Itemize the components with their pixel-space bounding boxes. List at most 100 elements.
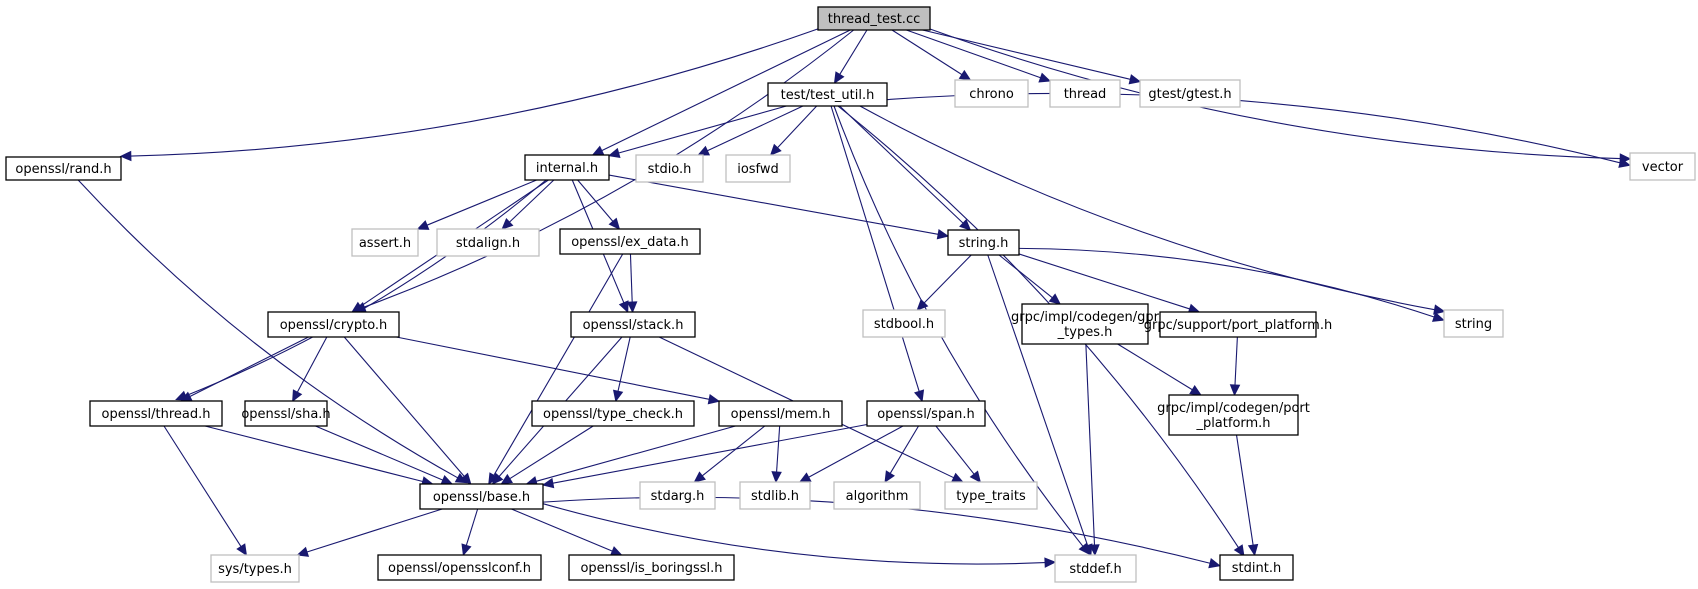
edge-codegen_port-to-stdint (1235, 434, 1254, 546)
node-vector: vector (1629, 152, 1696, 181)
arrowhead-icon (914, 389, 925, 403)
node-label: stdio.h (648, 162, 692, 177)
edge-internal-to-ex_data (577, 179, 614, 222)
arrowhead-icon (1247, 543, 1259, 557)
node-box (436, 228, 540, 257)
arrowhead-icon (1189, 385, 1202, 396)
edge-test_util-to-iosfwd (777, 105, 818, 149)
edge-span-to-stdlib (808, 425, 904, 478)
node-codegen-port[interactable]: grpc/impl/codegen/port_platform.h (1157, 394, 1310, 436)
node-internal[interactable]: internal.h (524, 154, 610, 181)
node-box (1159, 311, 1317, 338)
arrowhead-icon (292, 389, 303, 403)
node-label: openssl/thread.h (102, 407, 211, 422)
node-thread: thread (1049, 79, 1121, 108)
node-stddef: stddef.h (1054, 554, 1137, 583)
node-rand[interactable]: openssl/rand.h (5, 156, 122, 181)
node-crypto[interactable]: openssl/crypto.h (267, 311, 400, 338)
node-label: grpc/impl/codegen/gpr (1011, 310, 1160, 325)
node-opensslconf[interactable]: openssl/opensslconf.h (377, 554, 542, 581)
edge-string_h-to-stdbool (923, 254, 972, 304)
arrowhead-icon (609, 546, 623, 556)
edge-span-to-type_traits (935, 425, 975, 475)
arrowhead-icon (1048, 293, 1062, 305)
arrowhead-icon (969, 470, 982, 483)
arrowhead-icon (351, 301, 364, 313)
node-box (559, 228, 701, 255)
node-label: vector (1642, 160, 1684, 175)
node-box (817, 6, 931, 31)
node-label: stdint.h (1232, 561, 1281, 576)
edges-layer (77, 28, 1632, 569)
node-box (244, 400, 328, 427)
node-box (767, 82, 888, 107)
edge-support_port-to-codegen_port (1234, 336, 1238, 386)
node-mem[interactable]: openssl/mem.h (718, 400, 843, 427)
arrowhead-icon (916, 298, 929, 311)
node-support-port[interactable]: grpc/support/port_platform.h (1144, 311, 1332, 338)
arrowhead-icon (236, 543, 248, 557)
node-box (947, 229, 1020, 256)
arrowhead-icon (541, 477, 555, 489)
edge-test_util-to-span (830, 105, 920, 392)
node-box (419, 483, 544, 510)
node-ex-data[interactable]: openssl/ex_data.h (559, 228, 701, 255)
node-label: openssl/base.h (433, 490, 530, 505)
node-label: string.h (959, 236, 1009, 251)
edge-string_h-to-stddef (987, 254, 1089, 546)
node-box (267, 311, 400, 338)
node-box (866, 400, 986, 427)
edge-string_h-to-support_port (1018, 253, 1190, 310)
node-stdint[interactable]: stdint.h (1219, 554, 1294, 581)
edge-base-to-is_boringssl (511, 508, 613, 552)
arrowhead-icon (1431, 311, 1445, 322)
node-iosfwd: iosfwd (725, 154, 791, 183)
arrowhead-icon (416, 220, 430, 230)
node-stack[interactable]: openssl/stack.h (570, 311, 696, 338)
node-label: openssl/span.h (877, 407, 975, 422)
node-label: openssl/ex_data.h (571, 235, 689, 250)
node-label: algorithm (846, 489, 909, 504)
arrowhead-icon (693, 471, 706, 483)
arrowhead-icon (461, 543, 472, 557)
node-span[interactable]: openssl/span.h (866, 400, 986, 427)
node-label: chrono (969, 87, 1014, 102)
arrowhead-icon (608, 217, 621, 230)
node-label: openssl/opensslconf.h (388, 561, 531, 576)
node-sha[interactable]: openssl/sha.h (241, 400, 331, 427)
edge-base-to-sys_types (306, 508, 443, 553)
node-label: thread_test.cc (828, 12, 921, 27)
edge-rand-to-base (77, 179, 458, 479)
edge-thread_h-to-sys_types (163, 425, 242, 547)
node-box (524, 154, 610, 181)
edge-thread_test-to-rand (130, 28, 819, 157)
edge-mem-to-stdlib (776, 425, 781, 473)
edge-test_util-to-stdio (707, 105, 804, 152)
node-label: gtest/gtest.h (1148, 87, 1231, 102)
node-base[interactable]: openssl/base.h (419, 483, 544, 510)
node-string-h[interactable]: string.h (947, 229, 1020, 256)
node-thread-h[interactable]: openssl/thread.h (89, 400, 223, 427)
edge-test_util-to-string_h (839, 105, 964, 224)
node-label: openssl/stack.h (583, 318, 684, 333)
node-label: stdlib.h (751, 489, 799, 504)
node-label: assert.h (359, 236, 411, 251)
node-gpr-types[interactable]: grpc/impl/codegen/gpr_types.h (1011, 303, 1160, 345)
node-thread-test[interactable]: thread_test.cc (817, 6, 931, 31)
edge-crypto-to-thread_h (189, 336, 309, 398)
node-box (210, 554, 300, 583)
node-label: iosfwd (737, 162, 779, 177)
node-test-util[interactable]: test/test_util.h (767, 82, 888, 107)
node-box (1021, 303, 1149, 345)
edge-crypto-to-sha (296, 336, 328, 393)
node-type-check[interactable]: openssl/type_check.h (531, 400, 695, 427)
node-is-boringssl[interactable]: openssl/is_boringssl.h (568, 554, 735, 581)
node-box (954, 79, 1029, 108)
edge-thread_test-to-internal (601, 29, 851, 152)
edge-base-to-stddef (542, 503, 1046, 565)
node-label: string (1455, 317, 1492, 332)
node-box (531, 400, 695, 427)
node-box (739, 481, 811, 510)
edge-internal-to-assert (426, 179, 537, 226)
